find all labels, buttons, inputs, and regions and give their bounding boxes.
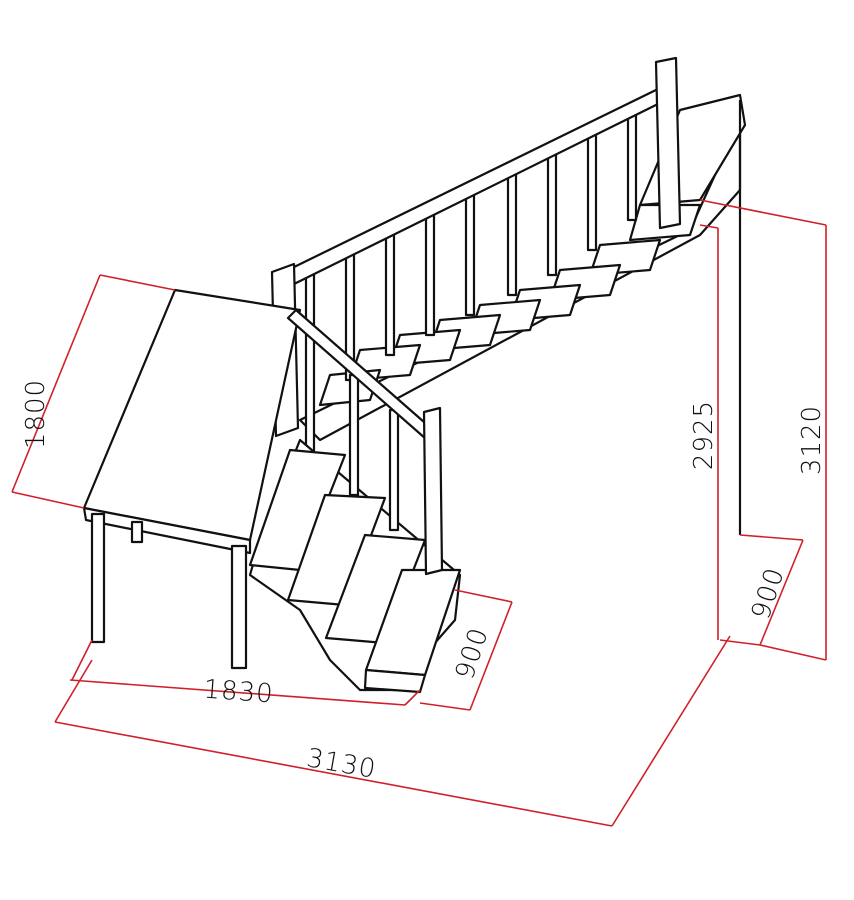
top-newel-post — [654, 56, 682, 230]
lower-step — [286, 493, 387, 607]
baluster — [546, 148, 558, 277]
dim-ext — [454, 589, 513, 603]
dim-line-1830 — [69, 679, 406, 706]
dim-line-1800 — [11, 274, 101, 493]
dim-ext — [611, 635, 731, 827]
dim-ext — [759, 644, 827, 661]
landing-platform — [82, 288, 302, 670]
dim-ext — [54, 659, 93, 723]
baluster — [586, 128, 598, 252]
baluster — [304, 268, 316, 462]
dim-line-900-lower — [469, 601, 513, 711]
lower-railing — [286, 308, 444, 576]
lower-step-front — [363, 668, 427, 694]
dim-ext — [739, 534, 804, 541]
baluster — [626, 108, 638, 222]
baluster — [388, 408, 400, 532]
bottom-newel-post — [422, 406, 444, 576]
landing-edge — [82, 506, 252, 555]
landing-leg — [230, 544, 248, 670]
dim-label-3130: 3130 — [304, 743, 378, 785]
baluster — [424, 208, 436, 337]
lower-flight — [248, 438, 462, 694]
dim-label-1800: 1800 — [21, 379, 51, 449]
dim-ext — [71, 639, 93, 681]
landing-leg — [90, 512, 106, 644]
dim-ext — [404, 689, 421, 706]
dim-ext — [699, 199, 827, 226]
dim-label-900-upper: 900 — [746, 564, 791, 623]
landing-top — [82, 288, 302, 542]
baluster — [506, 168, 518, 297]
baluster — [348, 373, 360, 497]
dimension-lines — [11, 199, 827, 827]
dim-line-900-upper — [759, 539, 804, 646]
baluster — [464, 188, 476, 317]
dim-label-1830: 1830 — [203, 675, 275, 710]
dim-ext — [699, 224, 719, 229]
dim-line-3130 — [54, 721, 613, 827]
dim-ext — [11, 491, 85, 509]
baluster — [384, 228, 396, 357]
dim-ext — [99, 274, 176, 291]
dim-label-900-lower: 900 — [450, 624, 495, 683]
dim-ext — [719, 639, 761, 646]
dim-label-2925: 2925 — [689, 400, 719, 470]
dim-ext — [419, 702, 471, 711]
dim-label-3120: 3120 — [797, 405, 827, 475]
landing-leg — [130, 520, 144, 544]
upper-railing — [270, 56, 682, 462]
lower-step — [248, 448, 347, 572]
